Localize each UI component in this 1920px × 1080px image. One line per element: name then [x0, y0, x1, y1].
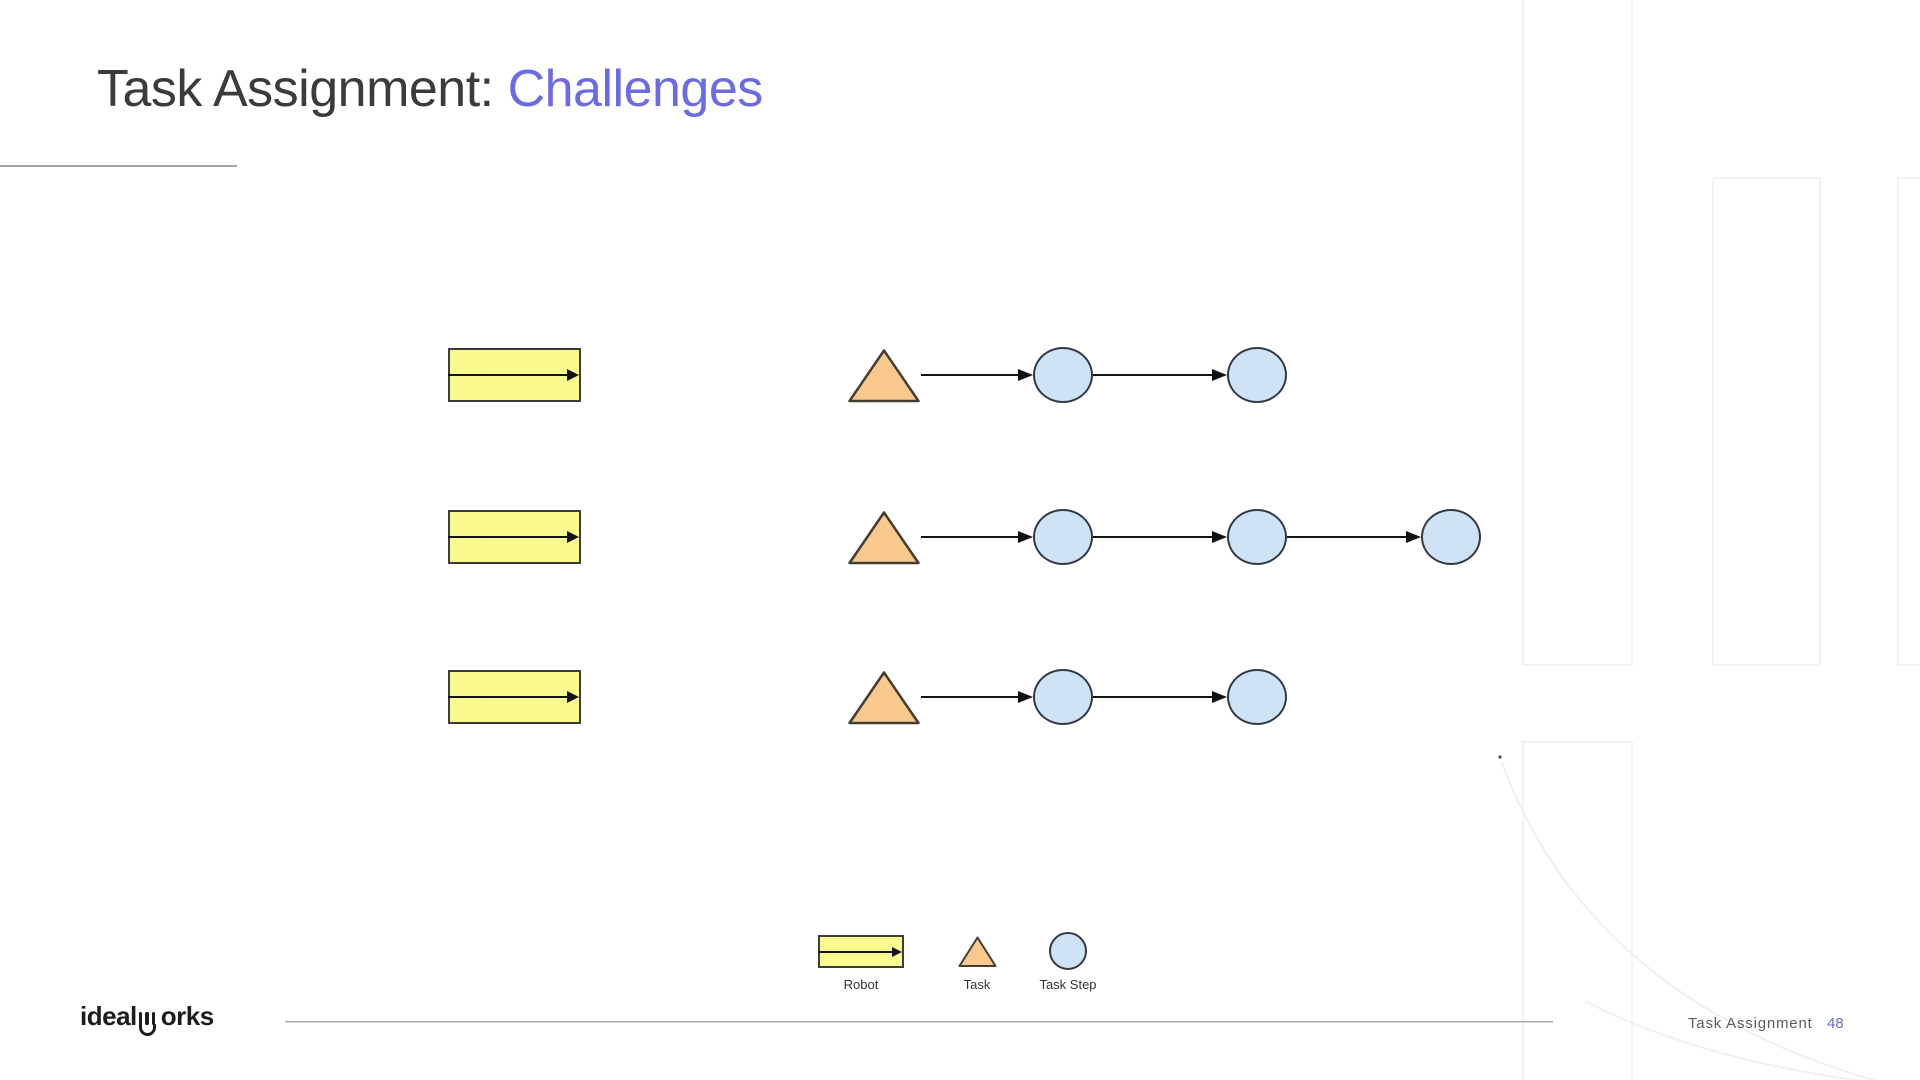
title-underline [0, 165, 237, 167]
robot-arrow [818, 946, 902, 958]
legend-label-task: Task [963, 977, 991, 992]
logo-w-glyph [137, 1012, 161, 1036]
task-step-shape [1227, 509, 1287, 565]
flow-arrow [921, 369, 1033, 381]
task-step-shape [1033, 509, 1093, 565]
arrowhead-icon [567, 531, 579, 543]
arrow-line [921, 696, 1021, 698]
logo-text-left: ideal [80, 1001, 137, 1031]
task-shape [848, 349, 920, 403]
arrow-line [921, 536, 1021, 538]
task-shape [848, 671, 920, 725]
robot-shape [448, 348, 581, 402]
legend-task-shape [958, 936, 997, 967]
arrowhead-icon [1212, 369, 1227, 381]
task-step-shape [1421, 509, 1481, 565]
arrow-line [818, 950, 893, 953]
arrowhead-icon [1212, 531, 1227, 543]
legend-label-task-step: Task Step [1039, 977, 1097, 992]
arrow-line [1093, 696, 1215, 698]
logo-text-right: orks [160, 1001, 214, 1031]
legend-label-robot: Robot [843, 977, 879, 992]
triangle-shape [848, 671, 920, 725]
triangle-shape [958, 936, 997, 967]
triangle-shape [848, 511, 920, 565]
arrowhead-icon [1212, 691, 1227, 703]
flow-arrow [921, 691, 1033, 703]
page-title: Task Assignment: Challenges [97, 63, 763, 115]
arrowhead-icon [567, 691, 579, 703]
robot-shape [448, 510, 581, 564]
arrow-line [448, 374, 570, 376]
footer-section-label: Task Assignment [1688, 1015, 1813, 1032]
flow-arrow [1093, 691, 1227, 703]
footer-divider [285, 1021, 1553, 1022]
task-step-shape [1033, 347, 1093, 403]
arrow-line [1093, 536, 1215, 538]
robot-shape [448, 670, 581, 724]
idealworks-logo: ideal orks [80, 1001, 214, 1036]
robot-arrow [448, 369, 579, 381]
legend-task-step-shape [1049, 932, 1087, 970]
arrowhead-icon [1018, 369, 1033, 381]
task-step-shape [1227, 347, 1287, 403]
arrowhead-icon [1018, 691, 1033, 703]
arrow-line [1093, 374, 1215, 376]
title-prefix: Task Assignment: [97, 60, 508, 118]
flow-arrow [1287, 531, 1421, 543]
arrow-line [448, 536, 570, 538]
flow-arrow [1093, 369, 1227, 381]
title-accent: Challenges [507, 60, 764, 118]
task-step-shape [1033, 669, 1093, 725]
arrow-line [1287, 536, 1409, 538]
task-shape [848, 511, 920, 565]
flow-arrow [1093, 531, 1227, 543]
robot-arrow [448, 531, 579, 543]
arrow-line [921, 374, 1021, 376]
arrowhead-icon [1406, 531, 1421, 543]
arrowhead-icon [1018, 531, 1033, 543]
arrowhead-icon [892, 946, 902, 957]
robot-arrow [448, 691, 579, 703]
flow-arrow [921, 531, 1033, 543]
legend-robot-shape [818, 935, 904, 968]
task-step-shape [1227, 669, 1287, 725]
page-number: 48 [1827, 1015, 1844, 1032]
arrowhead-icon [567, 369, 579, 381]
triangle-shape [848, 349, 920, 403]
arrow-line [448, 696, 570, 698]
